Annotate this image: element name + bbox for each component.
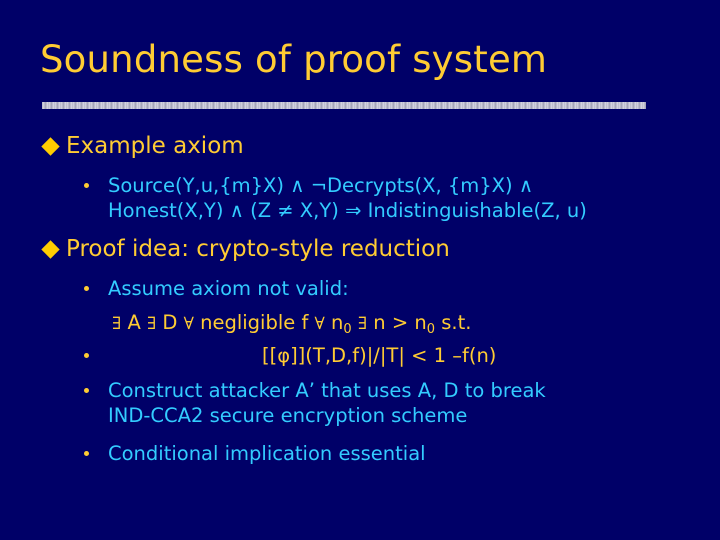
axiom-line-2: Honest(X,Y) ∧ (Z ≠ X,Y) ⇒ Indistinguisha… <box>108 199 587 222</box>
formula-var-n: n <box>331 311 344 334</box>
formula-n-gt-n0: n > n0 <box>373 311 436 337</box>
subscript-zero: 0 <box>426 322 436 337</box>
section-heading-proof-idea: Proof idea: crypto-style reduction <box>40 236 450 262</box>
construct-bullet: Construct attacker A’ that uses A, D to … <box>84 378 546 428</box>
construct-line-1: Construct attacker A’ that uses A, D to … <box>108 379 546 402</box>
formula-line-1: ∃ A ∃ D ∀ negligible f ∀ n0 ∃ n > n0 s.t… <box>112 310 471 342</box>
formula-negligible-f: negligible f <box>200 311 309 334</box>
formula-line-2: [[φ]](T,D,f)|/|T| < 1 –f(n) <box>262 344 497 367</box>
section-heading-text: Proof idea: crypto-style reduction <box>66 236 450 262</box>
conditional-text: Conditional implication essential <box>108 442 426 465</box>
subscript-zero: 0 <box>343 322 352 337</box>
exists-symbol: ∃ <box>357 314 368 334</box>
slide-title: Soundness of proof system <box>40 38 548 81</box>
section-heading-example-axiom: Example axiom <box>40 133 244 159</box>
assume-text: Assume axiom not valid: <box>108 277 349 300</box>
dot-bullet-icon <box>84 286 89 291</box>
assume-bullet: Assume axiom not valid: <box>84 276 349 301</box>
axiom-line-1: Source(Y,u,{m}X) ∧ ¬Decrypts(X, {m}X) ∧ <box>108 174 534 197</box>
axiom-bullet: Source(Y,u,{m}X) ∧ ¬Decrypts(X, {m}X) ∧ … <box>84 173 587 223</box>
formula-n-gt-n: n > n <box>373 311 427 334</box>
title-divider <box>42 102 646 109</box>
formula-var-d: D <box>162 311 178 334</box>
construct-line-2: IND-CCA2 secure encryption scheme <box>108 404 468 427</box>
section-heading-text: Example axiom <box>66 133 244 159</box>
dot-bullet-icon <box>84 451 89 456</box>
exists-symbol: ∃ <box>112 314 122 334</box>
forall-symbol: ∀ <box>183 314 194 334</box>
dot-bullet-icon <box>84 353 89 358</box>
diamond-bullet-icon <box>41 136 60 156</box>
dot-bullet-icon <box>84 183 89 188</box>
dot-bullet-icon <box>84 388 89 393</box>
formula-n0: n0 <box>331 311 352 337</box>
formula-such-that: s.t. <box>441 311 472 334</box>
exists-symbol: ∃ <box>146 314 157 334</box>
diamond-bullet-icon <box>41 239 60 259</box>
forall-symbol: ∀ <box>314 314 325 334</box>
conditional-bullet: Conditional implication essential <box>84 441 426 466</box>
formula-var-a: A <box>127 311 141 334</box>
